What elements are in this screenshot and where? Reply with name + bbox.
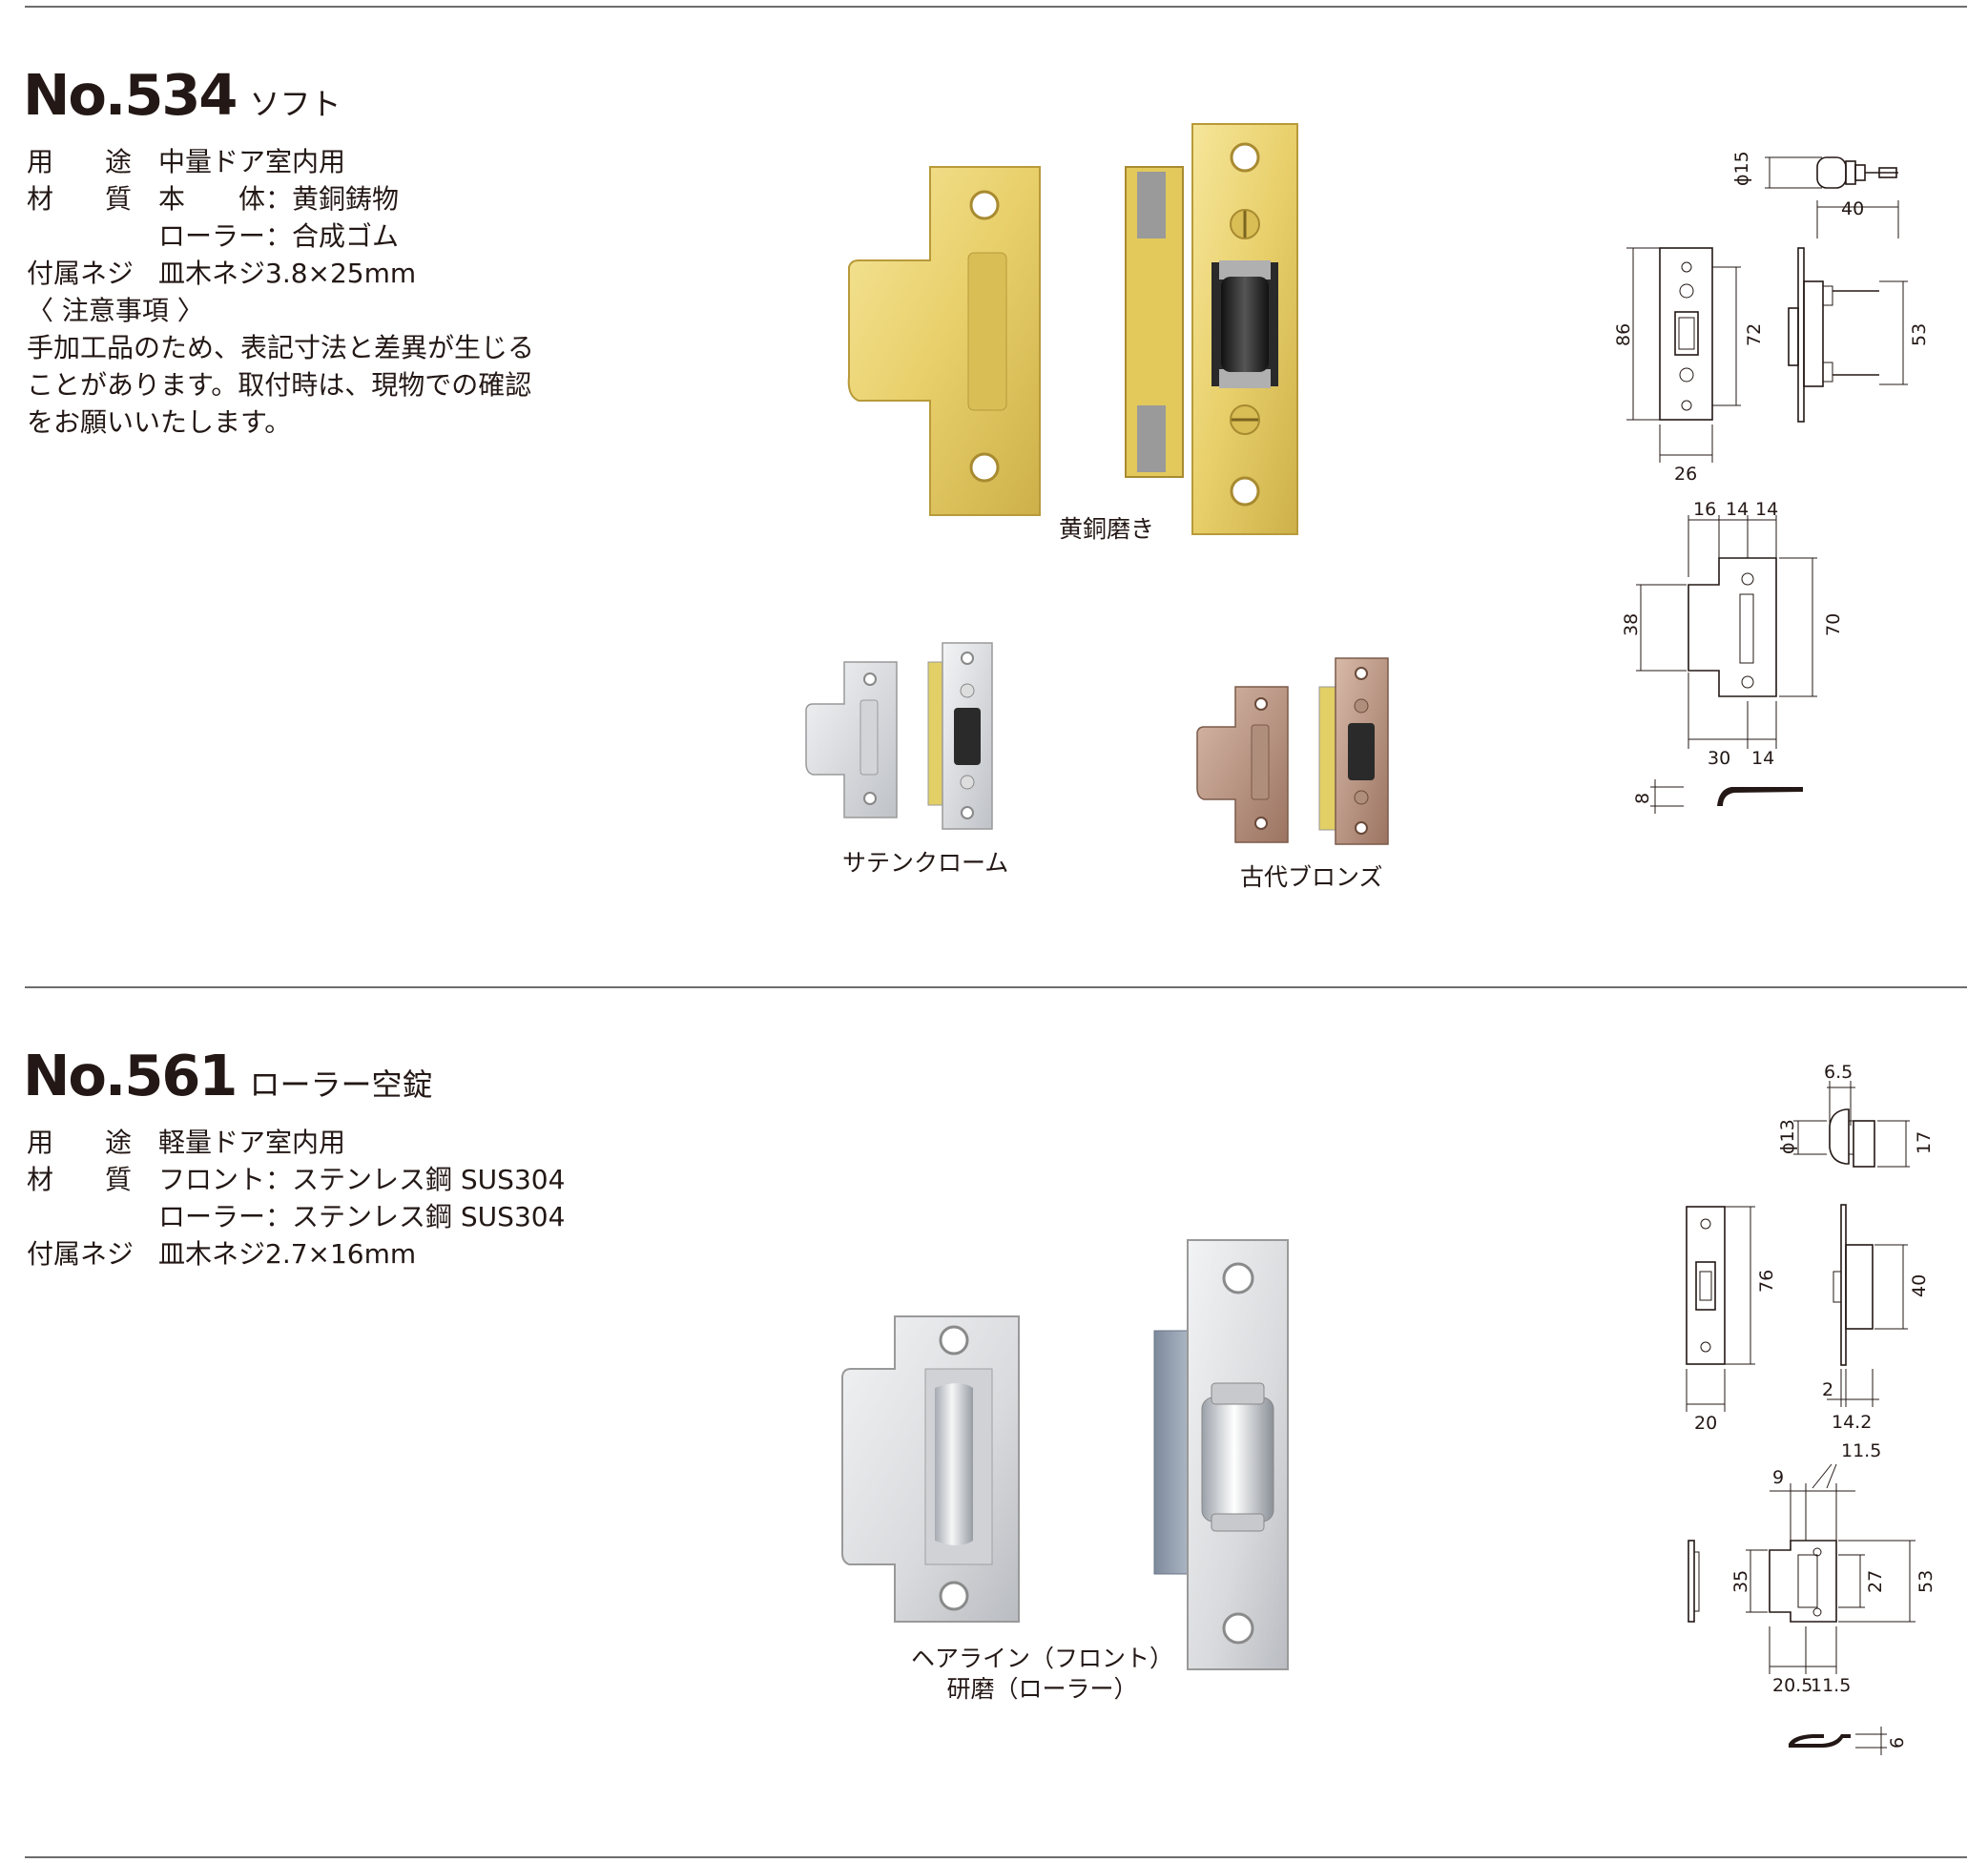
note-heading: 〈 注意事項 〉: [27, 295, 204, 326]
dim-label: 40: [1841, 198, 1864, 219]
dim-label: 30: [1708, 748, 1730, 769]
spec-label: 途: [104, 146, 132, 177]
dim-label: 72: [1744, 323, 1765, 346]
caption-stainless: ヘアライン（フロント） 研磨（ローラー）: [911, 1644, 1173, 1705]
product-photo-stainless: [840, 1239, 1289, 1670]
dim-label: 8: [1632, 793, 1653, 804]
spec-value: フロント：ステンレス鋼 SUS304: [158, 1164, 566, 1195]
product-photo-antique-bronze: [1196, 657, 1389, 845]
spec-label: 材: [27, 183, 54, 215]
spec-label: 質: [104, 1164, 132, 1195]
dim-label: 76: [1756, 1270, 1777, 1293]
dim-label: 53: [1916, 1570, 1936, 1593]
dim-label: ϕ13: [1777, 1119, 1798, 1154]
dim-label: 35: [1730, 1570, 1751, 1593]
spec-value: 皿木ネジ2.7×16mm: [158, 1238, 417, 1270]
spec-label: 用: [27, 1127, 54, 1158]
spec-label: 用: [27, 146, 54, 177]
spec-value: ローラー：合成ゴム: [158, 220, 400, 252]
bottom-divider: [25, 1856, 1967, 1858]
technical-drawing-534: ϕ15 40 86 72 26 53 16 14 14 38 70: [1613, 151, 1930, 814]
note-text: 手加工品のため、表記寸法と差異が生じる: [27, 332, 535, 363]
model-number: No.534: [23, 62, 238, 128]
dim-label: 53: [1909, 323, 1930, 346]
dim-label: 70: [1823, 613, 1844, 636]
spec-value: ローラー：ステンレス鋼 SUS304: [158, 1201, 566, 1232]
caption-line: 研磨（ローラー）: [946, 1675, 1138, 1703]
dim-label: 27: [1865, 1570, 1886, 1593]
dim-label: 16: [1693, 499, 1716, 520]
caption-brass: 黄銅磨き: [1059, 515, 1155, 543]
spec-label: 質: [104, 183, 132, 215]
dim-label: ϕ15: [1731, 151, 1752, 186]
dim-label: 14: [1751, 748, 1774, 769]
product-photo-brass: [847, 123, 1298, 535]
product-photo-satin-chrome: [805, 642, 993, 830]
spec-label: 途: [104, 1127, 132, 1158]
note-text: ことがあります。取付時は、現物での確認: [27, 369, 532, 401]
note-text: をお願いいたします。: [27, 406, 292, 438]
dim-label: 40: [1909, 1274, 1930, 1297]
dim-label: 14.2: [1832, 1412, 1872, 1433]
dim-label: 20.5: [1772, 1675, 1812, 1696]
dim-label: 11.5: [1841, 1440, 1881, 1461]
dim-label: 9: [1772, 1467, 1784, 1488]
dim-label: 14: [1755, 499, 1778, 520]
caption-antique-bronze: 古代ブロンズ: [1240, 863, 1383, 891]
dim-label: 14: [1726, 499, 1749, 520]
spec-label: 付属ネジ: [27, 258, 135, 289]
model-subtitle: ローラー空錠: [249, 1066, 433, 1103]
dim-label: 17: [1914, 1131, 1935, 1154]
spec-value: 本 体：黄銅鋳物: [158, 183, 400, 215]
model-number: No.561: [23, 1043, 238, 1108]
dim-label: 26: [1674, 464, 1697, 485]
caption-line: ヘアライン（フロント）: [911, 1645, 1174, 1672]
spec-label: 材: [27, 1164, 54, 1195]
caption-satin-chrome: サテンクローム: [842, 849, 1009, 877]
dim-label: 20: [1694, 1413, 1717, 1434]
dim-label: 2: [1822, 1379, 1833, 1400]
dim-label: 11.5: [1811, 1675, 1851, 1696]
spec-value: 皿木ネジ3.8×25mm: [158, 258, 417, 289]
spec-value: 軽量ドア室内用: [158, 1127, 346, 1158]
spec-value: 中量ドア室内用: [158, 146, 346, 177]
dim-label: 6.5: [1824, 1062, 1853, 1083]
spec-label: 付属ネジ: [27, 1238, 135, 1270]
dim-label: 38: [1621, 613, 1642, 636]
model-subtitle: ソフト: [249, 86, 342, 122]
top-divider: [25, 6, 1967, 8]
spec-list-534: 用 途中量ドア室内用 材 質本 体：黄銅鋳物 ローラー：合成ゴム 付属ネジ皿木ネジ3…: [27, 143, 534, 441]
dim-label: 6: [1887, 1737, 1908, 1749]
technical-drawing-561: 6.5 ϕ13 17 76 20 40 2 14.2 11.5 9: [1686, 1062, 1936, 1755]
section-divider: [25, 986, 1967, 988]
dim-label: 86: [1613, 323, 1634, 346]
